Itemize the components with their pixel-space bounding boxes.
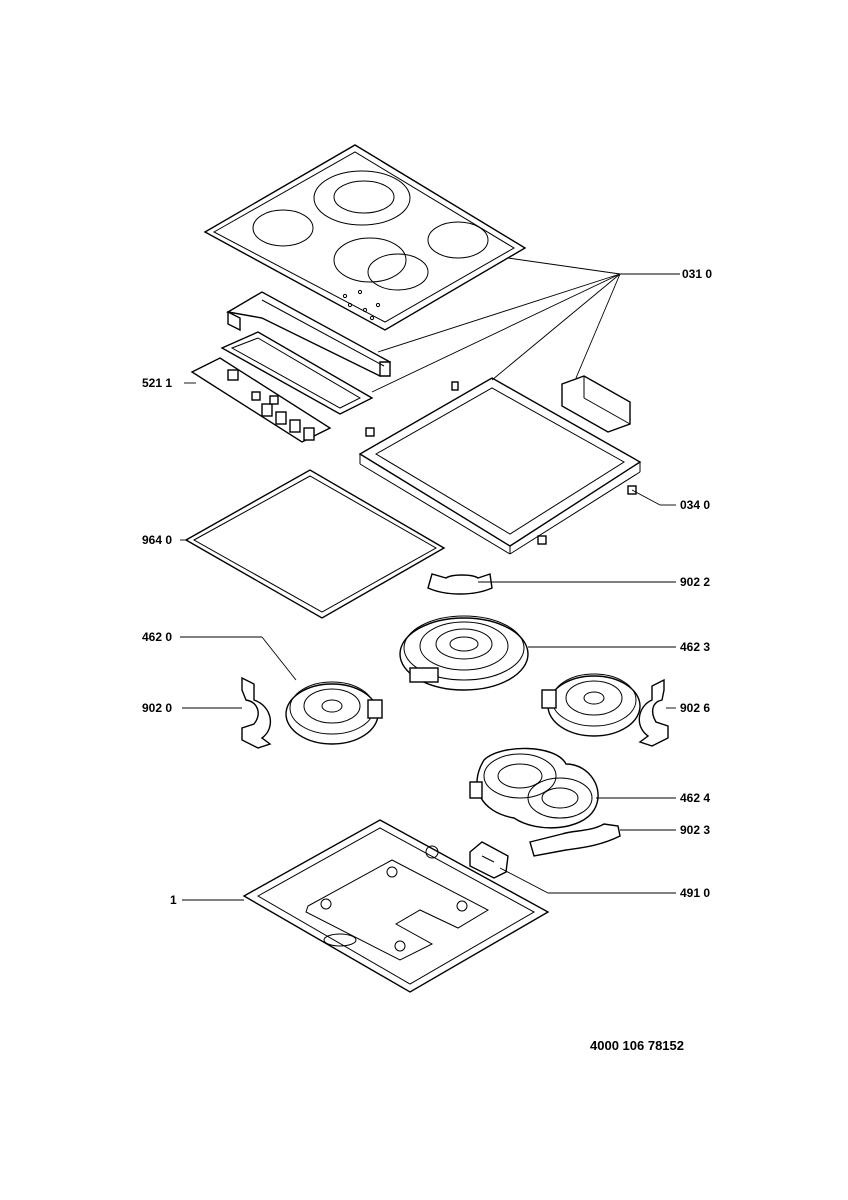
small-heater-left[interactable] [285,681,383,745]
oval-support[interactable] [529,823,621,857]
label-462-3: 462 3 [680,640,710,654]
label-964-0: 964 0 [142,533,172,547]
label-902-3: 902 3 [680,823,710,837]
dual-heater[interactable] [399,615,529,691]
cooktop-glass[interactable] [203,144,527,331]
label-462-0: 462 0 [142,630,172,644]
ring-clip-top[interactable] [427,573,493,595]
control-bracket[interactable] [226,291,392,377]
control-board[interactable] [190,331,374,443]
label-902-0: 902 0 [142,701,172,715]
document-number: 4000 106 78152 [590,1038,684,1053]
label-462-4: 462 4 [680,791,710,805]
clip-right[interactable] [638,678,669,747]
connector-block[interactable] [469,841,509,879]
oval-heater[interactable] [469,747,599,829]
corner-bracket[interactable] [561,375,631,433]
label-1: 1 [170,893,177,907]
clip-left[interactable] [241,676,272,749]
cooktop-frame[interactable] [358,377,642,555]
label-031-0: 031 0 [682,267,712,281]
gasket[interactable] [184,469,446,619]
label-521-1: 521 1 [142,376,172,390]
label-902-6: 902 6 [680,701,710,715]
label-902-2: 902 2 [680,575,710,589]
label-491-0: 491 0 [680,886,710,900]
small-heater-right[interactable] [541,673,641,737]
label-034-0: 034 0 [680,498,710,512]
leader-lines [180,257,680,901]
base-tray[interactable] [242,819,550,993]
